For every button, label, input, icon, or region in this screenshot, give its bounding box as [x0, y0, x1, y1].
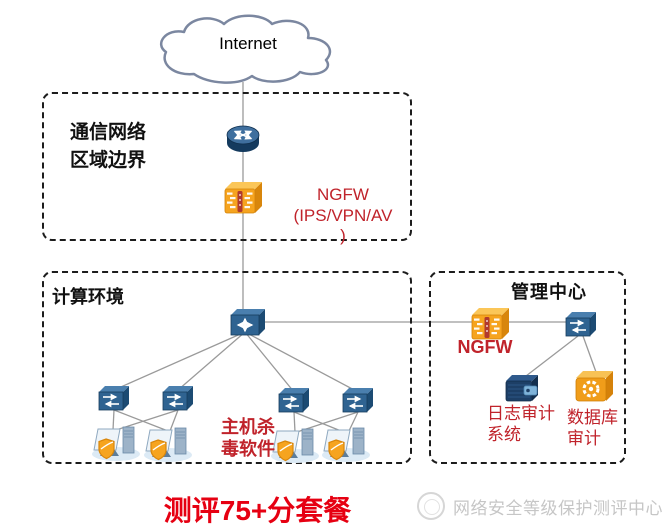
firewall-icon: [223, 178, 263, 221]
log-audit-label: 日志审计 系统: [487, 404, 555, 445]
router-icon: [224, 116, 262, 163]
internet-label: Internet: [219, 34, 277, 53]
brand-footer: 网络安全等级保护测评中心: [417, 490, 663, 522]
zone-label-boundary-line2: 区域边界: [70, 149, 147, 171]
footer-title: 测评75+分套餐: [163, 495, 352, 526]
zone-label-computing: 计算环境: [52, 287, 124, 307]
access-switch-icon: [341, 386, 375, 419]
zone-management-center: [429, 271, 626, 464]
protected-server-icon: [90, 422, 142, 467]
log-audit-device-icon: [504, 372, 542, 409]
core-switch-icon: [228, 306, 266, 343]
zone-communication-boundary: [42, 92, 412, 241]
access-switch-icon: [161, 384, 195, 417]
protected-server-icon: [269, 424, 321, 469]
zone-label-boundary: 通信网络 区域边界: [70, 119, 146, 174]
zone-label-management: 管理中心: [511, 282, 587, 302]
log-audit-line2: 系统: [487, 424, 521, 444]
protected-server-icon: [142, 423, 194, 468]
log-audit-line1: 日志审计: [487, 404, 555, 423]
host-antivirus-line1: 主机杀: [221, 417, 275, 437]
zone-label-boundary-line1: 通信网络: [70, 122, 147, 143]
ngfw-boundary-line2: (IPS/VPN/AV: [293, 205, 393, 225]
ngfw-boundary-line3: ): [340, 226, 346, 246]
brand-name: 网络安全等级保护测评中心: [453, 498, 663, 518]
protected-server-icon: [320, 423, 372, 468]
zone-computing-environment: [42, 271, 412, 464]
access-switch-icon: [97, 384, 131, 417]
internet-cloud-icon: [148, 12, 352, 90]
ngfw-boundary-line1: NGFW: [317, 185, 369, 204]
database-audit-device-icon: [574, 368, 616, 409]
host-antivirus-line2: 毒软件: [221, 438, 275, 459]
brand-logo-icon: [417, 492, 445, 520]
host-antivirus-label: 主机杀 毒软件: [221, 417, 275, 461]
database-audit-label: 数据库 审计: [567, 408, 618, 449]
access-switch-icon: [277, 386, 311, 419]
ngfw-boundary-label: NGFW (IPS/VPN/AV ): [283, 185, 403, 247]
database-audit-line1: 数据库: [567, 408, 618, 427]
database-audit-line2: 审计: [567, 428, 601, 448]
firewall-icon: [470, 304, 510, 347]
ngfw-management-label: NGFW: [457, 337, 513, 357]
access-switch-icon: [564, 310, 598, 343]
